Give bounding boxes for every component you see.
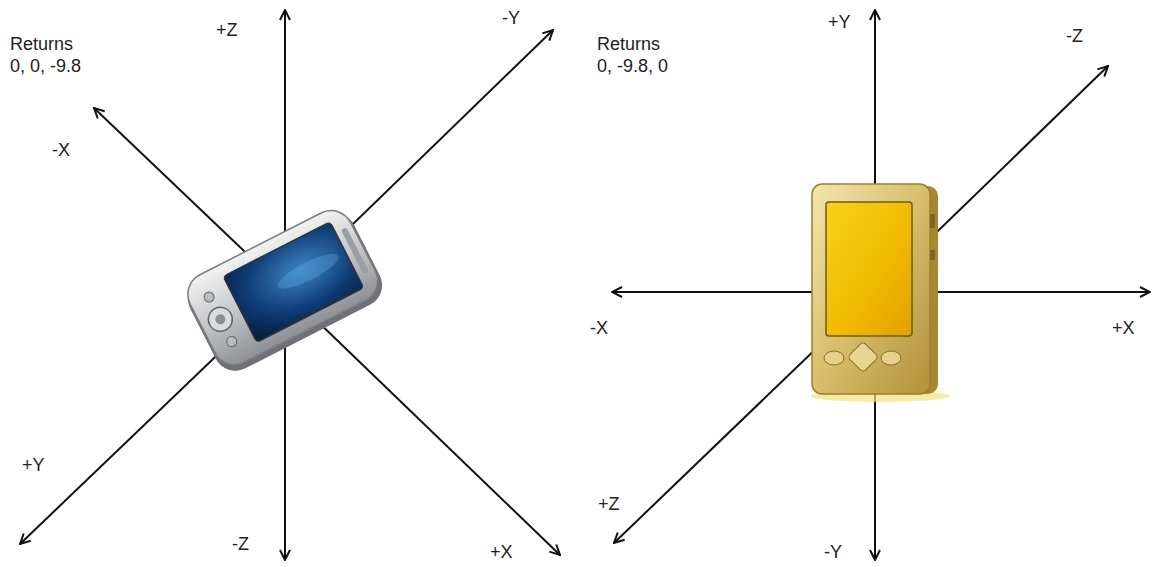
- value-text: 0, -9.8, 0: [597, 56, 668, 77]
- axis-label: -Y: [502, 8, 520, 29]
- axis-label: -Z: [232, 534, 249, 555]
- pda-illustration: [810, 184, 950, 402]
- axis-label: -Y: [824, 542, 842, 563]
- caption-text: Returns: [10, 34, 73, 55]
- axis-label: +Y: [22, 455, 45, 476]
- axis-label: +X: [1112, 318, 1135, 339]
- axes-right: [612, 10, 1150, 560]
- axis-label: +Z: [216, 20, 238, 41]
- caption-text: Returns: [597, 34, 660, 55]
- phone-illustration: [179, 202, 390, 378]
- axis-label: -X: [590, 318, 608, 339]
- axes-left: [20, 10, 560, 560]
- axis-label: -Z: [1066, 26, 1083, 47]
- value-text: 0, 0, -9.8: [10, 56, 81, 77]
- axis-label: +Z: [598, 494, 620, 515]
- axis-label: -X: [52, 140, 70, 161]
- axis-label: +X: [490, 542, 513, 563]
- axis-label: +Y: [828, 12, 851, 33]
